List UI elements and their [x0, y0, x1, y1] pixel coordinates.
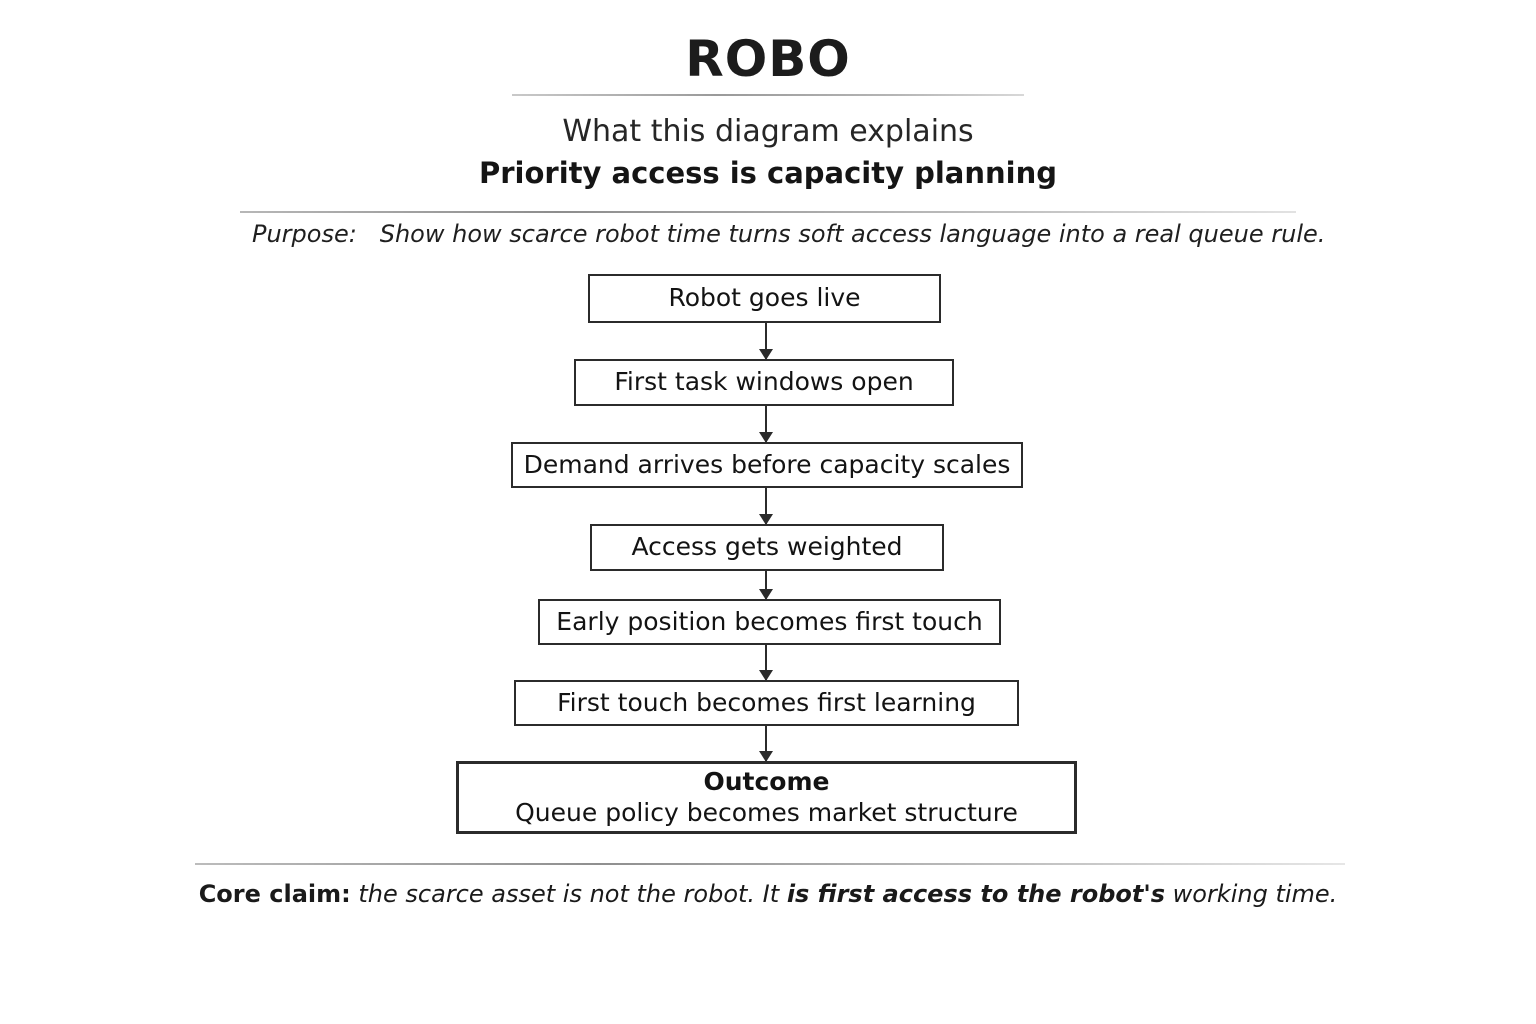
flow-node-5[interactable]: Early position becomes first touch [538, 599, 1001, 645]
core-claim-label: Core claim: [198, 880, 351, 908]
flow-node-4[interactable]: Access gets weighted [590, 524, 944, 571]
core-claim: Core claim: the scarce asset is not the … [0, 880, 1536, 908]
flow-arrow-1 [759, 323, 773, 360]
outcome-title: Outcome [703, 766, 830, 796]
flow-node-1[interactable]: Robot goes live [588, 274, 941, 323]
flow-node-outcome[interactable]: Outcome Queue policy becomes market stru… [456, 761, 1077, 834]
flow-arrow-3 [759, 488, 773, 525]
flow-arrow-4 [759, 571, 773, 600]
subtitle: What this diagram explains [562, 114, 974, 149]
flow-arrow-6 [759, 726, 773, 762]
footer-divider [195, 863, 1345, 865]
core-claim-part3: working time. [1172, 880, 1338, 908]
purpose-divider [240, 211, 1296, 213]
flow-node-2-label: First task windows open [614, 367, 914, 397]
flow-node-6[interactable]: First touch becomes first learning [514, 680, 1019, 726]
core-claim-part2: is first access to the robot's [786, 880, 1165, 908]
purpose-line: Purpose: Show how scarce robot time turn… [252, 220, 1325, 248]
subtitle-emphasis: Priority access is capacity planning [478, 156, 1058, 190]
title-divider [512, 94, 1024, 96]
flow-node-4-label: Access gets weighted [631, 532, 903, 562]
flow-node-1-label: Robot goes live [668, 283, 861, 313]
flow-node-3[interactable]: Demand arrives before capacity scales [511, 442, 1023, 488]
flow-arrow-2 [759, 406, 773, 443]
flow-arrow-5 [759, 645, 773, 681]
purpose-label: Purpose: [252, 220, 357, 248]
purpose-text: Show how scarce robot time turns soft ac… [379, 220, 1326, 248]
flow-node-6-label: First touch becomes first learning [557, 687, 976, 717]
page-title: ROBO [685, 30, 851, 88]
core-claim-part1: the scarce asset is not the robot. It [358, 880, 780, 908]
flow-node-2[interactable]: First task windows open [574, 359, 954, 406]
outcome-text: Queue policy becomes market structure [515, 797, 1018, 827]
flow-node-5-label: Early position becomes first touch [556, 606, 983, 636]
flow-node-3-label: Demand arrives before capacity scales [523, 449, 1011, 479]
